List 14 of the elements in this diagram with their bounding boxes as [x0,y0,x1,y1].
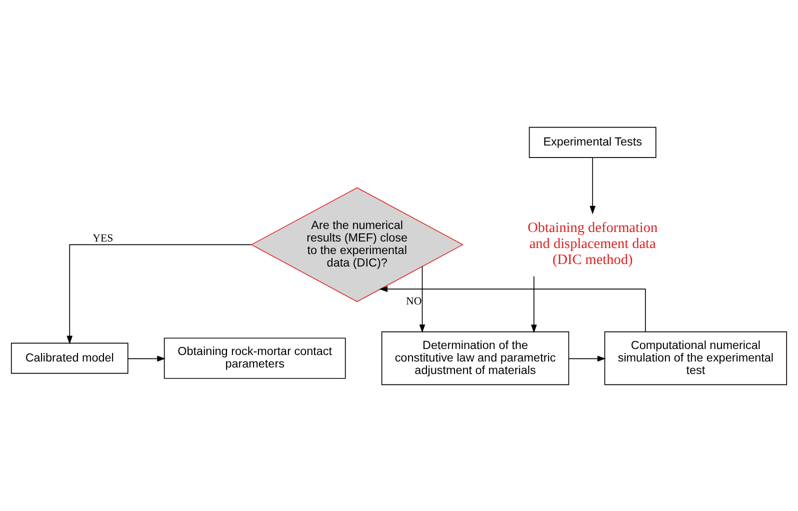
arrow [66,244,252,344]
arrow [568,355,606,362]
node-box: Calibrated model [10,342,128,374]
node-box: Experimental Tests [528,126,656,158]
arrow [128,355,166,362]
arrow [531,275,537,333]
node-box: Computational numerical simulation of the experimental test [604,330,788,385]
node-box: Determination of the constitutive law and parametric adjustment of materials [381,330,570,385]
arrow [590,156,596,214]
edge-label: YES [92,232,114,244]
node-box: Obtaining rock-mortar contact parameters [164,337,346,378]
node-text: Obtaining deformation and displacement data (DIC method) [528,220,658,268]
arrow [379,286,646,332]
arrow [419,266,426,332]
